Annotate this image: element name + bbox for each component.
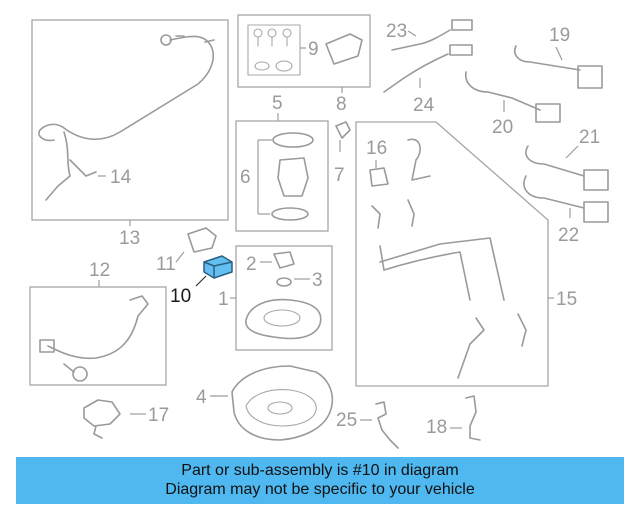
grommet-3 [276,277,292,287]
clip-7 [335,121,351,139]
callout-12: 12 [89,260,110,281]
callout-13: 13 [119,228,140,249]
part-10[interactable]: 10 [170,255,233,307]
lower-hose [457,317,485,379]
part-17: 17 [83,399,169,439]
sensor-21-connector [583,169,609,191]
banner-line-2: Diagram may not be specific to your vehi… [165,481,475,498]
sensor-24-wire [383,53,449,93]
sensor-23-plug [451,19,473,31]
callout-4: 4 [196,387,207,408]
hose-stubs [371,199,415,229]
assembly-15: 16 15 [355,121,577,387]
vent-line [38,35,214,142]
clip-2 [273,251,295,269]
sensor-24-plug [449,44,473,56]
sensor-23-wire [391,29,451,51]
sensor-19-wire [514,45,581,71]
sensor-19-connector [577,65,603,89]
sensor-22-wire [523,175,585,209]
line-clip [175,35,215,43]
assembly-15-box [355,121,549,387]
callout-23: 23 [386,21,407,42]
callout-6: 6 [240,167,251,188]
callout-18: 18 [426,417,447,438]
callout-24: 24 [413,95,435,116]
bracket-lines [407,138,431,181]
part-25: 25 [336,401,399,449]
assembly-8-box [237,14,371,88]
pump-seal [271,207,309,221]
callout-20: 20 [492,117,513,138]
callout-9: 9 [308,39,319,60]
fastener-kit-box [247,24,301,76]
assembly-12-box [29,286,167,386]
sensor-21-wire [525,145,585,177]
callout-16: 16 [366,138,387,159]
assembly-5: 5 6 7 [235,93,351,232]
line-bracket [69,159,97,177]
sensor-22-connector [583,201,609,223]
callout-19: 19 [549,25,570,46]
sensors-21-22: 21 22 [523,127,609,246]
fuel-pump-module [277,157,309,197]
info-banner: Part or sub-assembly is #10 in diagram D… [16,457,624,504]
callout-21: 21 [579,127,600,148]
callout-1: 1 [218,289,229,310]
highlighted-part-10[interactable] [203,255,233,279]
callout-3: 3 [312,270,323,291]
callout-25: 25 [336,410,357,431]
hose-end [517,313,527,347]
line-lower-branch [45,131,71,201]
pump-lock-ring [272,132,314,148]
assembly-13: 14 13 [31,19,229,249]
callout-17: 17 [148,405,169,426]
harness-grommet [72,366,88,382]
harness-plug [39,339,55,353]
callout-14: 14 [110,167,132,188]
callout-11: 11 [156,254,176,275]
sensor-20-wire [464,71,541,111]
valve-17 [83,399,121,427]
callout-8: 8 [336,94,347,115]
clip-25 [375,401,399,449]
callout-15: 15 [556,289,577,310]
callout-22: 22 [558,225,579,246]
part-18: 18 [426,395,481,441]
feed-line [379,237,505,301]
assembly-8: 9 8 [237,14,371,115]
callout-2: 2 [246,254,257,275]
assembly-12: 12 [29,260,167,386]
fuel-tank [231,365,334,441]
callout-10: 10 [170,286,191,307]
sensor-18 [465,395,481,441]
callout-5: 5 [272,93,283,114]
sensors-19-20: 19 20 [464,25,603,138]
assembly-13-box [31,19,229,221]
bracket-11 [187,227,217,253]
sensors-23-24: 23 24 [383,19,473,116]
return-line [383,251,471,301]
part-4: 4 [196,365,334,441]
line-clip-16 [369,167,389,187]
part-11: 11 [156,227,217,275]
assembly-1: 1 2 3 [218,245,333,351]
assembly-5-box [235,120,329,232]
valve-block [325,33,363,65]
tank-upper [245,298,322,340]
sensor-20-connector [535,103,561,123]
banner-line-1: Part or sub-assembly is #10 in diagram [181,462,459,479]
harness-12 [47,295,149,360]
line-fitting [160,34,172,46]
callout-7: 7 [334,165,345,186]
